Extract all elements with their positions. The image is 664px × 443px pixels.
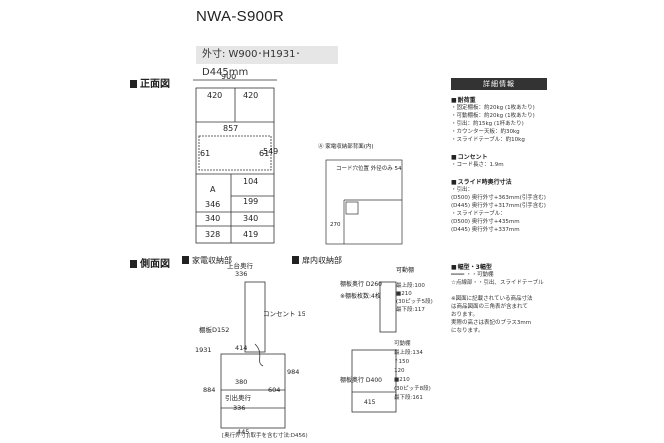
outlet-title: コンセント bbox=[451, 152, 611, 161]
load-item-2: ・引出：約15kg (1杯あたり) bbox=[451, 121, 524, 127]
note-line-3: 実際の高さは表記のプラス3mm bbox=[451, 320, 532, 326]
note-line-4: になります。 bbox=[451, 328, 484, 334]
slide-item-4: (D500) 奥行外寸+435mm bbox=[451, 219, 520, 225]
front-r1b: 199 bbox=[243, 197, 258, 206]
side-d336: 336 bbox=[233, 404, 245, 412]
legend-item-0: ━━━━ ・・可動棚 bbox=[451, 272, 494, 278]
load-item-3: ・カウンター天板：約30kg bbox=[451, 129, 520, 135]
int-top2: 最上段:134 bbox=[394, 350, 423, 356]
int-labels-bottom: 可動棚 最上段:134 ↑150 120 ■210 (30ピッチ8段) 最下段:… bbox=[394, 340, 431, 403]
slide-title: スライド時奥行寸法 bbox=[451, 177, 611, 186]
int-drawer-depth: 棚板奥行 D400 bbox=[340, 376, 382, 384]
slide-item-1: (D500) 奥行外寸+363mm(引手含む) bbox=[451, 195, 546, 201]
front-view-label: 正面図 bbox=[130, 75, 170, 90]
side-drawer-label: 引出奥行 bbox=[225, 393, 252, 402]
front-l340: 340 bbox=[205, 214, 220, 223]
int-bottom2: 最下段:161 bbox=[394, 395, 423, 401]
front-mid-height: 549 bbox=[263, 147, 278, 156]
front-a-marker: A bbox=[210, 185, 216, 194]
front-side-left: 61 bbox=[200, 149, 210, 158]
model-title: NWA-S900R bbox=[196, 8, 284, 25]
int-v210b: ■210 bbox=[394, 377, 410, 383]
outer-dimensions: 外寸: W900･H1931･D445mm bbox=[196, 46, 338, 78]
detail-a-cord-note: コード穴位置 外径のみ 54 bbox=[336, 164, 402, 172]
side-view-label: 側面図 bbox=[130, 255, 170, 270]
details-panel: 耐荷重 ・固定棚板：約20kg (1枚あたり) ・可動棚板：約20kg (1枚あた… bbox=[451, 95, 611, 335]
front-view-drawing: 900 420 420 857 549 61 61 104 199 A 346 … bbox=[193, 74, 278, 244]
interior-section-label: 扉内収納部 bbox=[292, 255, 342, 266]
int-movable2: 可動棚 bbox=[394, 341, 411, 347]
detail-a-drawing: Ⓐ 家電収納部背面(内) コード穴位置 外径のみ 54 270 bbox=[318, 142, 403, 245]
load-item-4: ・スライドテーブル：約10kg bbox=[451, 137, 525, 143]
int-v120: 120 bbox=[394, 368, 405, 374]
load-item-0: ・固定棚板：約20kg (1枚あたり) bbox=[451, 105, 535, 111]
note-line-1: は商品図面の三角表が含まれて bbox=[451, 304, 528, 310]
int-v210s: (30ピッチ5段) bbox=[396, 299, 433, 305]
front-top-left: 420 bbox=[207, 91, 222, 100]
side-w414: 414 bbox=[235, 344, 247, 352]
front-r340: 340 bbox=[243, 214, 258, 223]
front-top-right: 420 bbox=[243, 91, 258, 100]
front-r419: 419 bbox=[243, 230, 258, 239]
int-labels-top: 最上段:100 ■210 (30ピッチ5段) 最下段:117 bbox=[396, 282, 433, 314]
slide-item-0: ・引出： bbox=[451, 187, 474, 193]
side-shelf-depth: 棚板D152 bbox=[199, 325, 229, 334]
slide-item-3: ・スライドテーブル： bbox=[451, 211, 506, 217]
front-l346: 346 bbox=[205, 200, 220, 209]
detail-a-title: Ⓐ 家電収納部背面(内) bbox=[318, 142, 374, 150]
int-bottom: 最下段:117 bbox=[396, 307, 425, 313]
appliance-section-label: 家電収納部 bbox=[182, 255, 232, 266]
int-v150: ↑150 bbox=[394, 359, 410, 365]
slide-item-5: (D445) 奥行外寸+337mm bbox=[451, 227, 520, 233]
slide-item-2: (D445) 奥行外寸+317mm(引手含む) bbox=[451, 203, 546, 209]
int-v210: ■210 bbox=[396, 291, 412, 297]
legend-title: 幅型・3幅型 bbox=[451, 262, 611, 271]
details-header: 詳細情報 bbox=[451, 78, 547, 90]
note-line-0: ※図面に記載されている商品寸法 bbox=[451, 296, 533, 302]
outlet-item-0: ・コード長さ：1.9m bbox=[451, 162, 504, 168]
front-r1a: 104 bbox=[243, 177, 258, 186]
side-h884: 884 bbox=[203, 386, 215, 394]
side-w380: 380 bbox=[235, 378, 247, 386]
side-outlet: コンセント 1500W2口 bbox=[263, 310, 305, 318]
interior-side-drawing: 棚板奥行 D260 ※棚板枚数:4枚 可動棚 棚板奥行 D400 415 bbox=[340, 266, 414, 413]
legend-item-1: ☆点線部・・引出、スライドテーブル bbox=[451, 280, 544, 286]
front-mid-width: 857 bbox=[223, 124, 238, 133]
front-side-right: 61 bbox=[259, 149, 269, 158]
side-h984: 984 bbox=[287, 368, 299, 376]
side-top-depth-label: 上台奥行 bbox=[227, 262, 254, 270]
appliance-side-drawing: 上台奥行 336 コンセント 1500W2口 棚板D152 414 380 引出… bbox=[195, 262, 305, 436]
side-w445: 445 bbox=[237, 428, 249, 436]
front-l328: 328 bbox=[205, 230, 220, 239]
load-title: 耐荷重 bbox=[451, 95, 611, 104]
detail-a-height: 270 bbox=[330, 222, 341, 228]
int-movable: 可動棚 bbox=[396, 266, 414, 274]
int-shelf-count: ※棚板枚数:4枚 bbox=[340, 292, 381, 300]
load-item-1: ・可動棚板：約20kg (1枚あたり) bbox=[451, 113, 535, 119]
int-shelf-depth: 棚板奥行 D260 bbox=[340, 280, 382, 288]
side-h1931: 1931 bbox=[195, 346, 212, 354]
front-width: 900 bbox=[221, 74, 236, 81]
int-top-max: 最上段:100 bbox=[396, 283, 425, 289]
int-w415: 415 bbox=[364, 399, 376, 406]
side-top-depth: 336 bbox=[235, 270, 247, 278]
side-depth-note: [奥行外寸](取手を含む寸法:D456) bbox=[222, 433, 308, 439]
note-line-2: おります。 bbox=[451, 312, 478, 318]
int-v210bs: (30ピッチ8段) bbox=[394, 386, 431, 392]
side-h604: 604 bbox=[268, 386, 280, 394]
